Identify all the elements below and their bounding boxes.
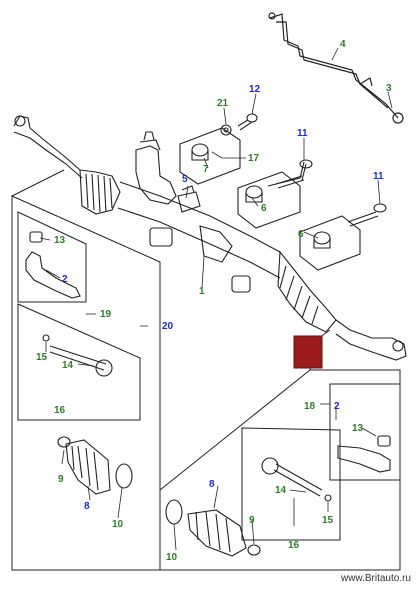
stabilizer-link-part	[268, 12, 404, 124]
callout-15-left: 15	[36, 352, 48, 363]
callout-1: 1	[199, 286, 205, 297]
callout-6-lower: 6	[298, 229, 304, 240]
callout-17: 17	[248, 153, 260, 164]
callout-8-left: 8	[84, 501, 90, 512]
callout-2-right: 2	[334, 401, 340, 412]
callout-7: 7	[203, 164, 209, 175]
inner-tie-rod-part-right	[261, 457, 332, 502]
callout-8-right: 8	[209, 479, 215, 490]
callout-3: 3	[386, 83, 392, 94]
bolt-part-11b	[347, 203, 387, 227]
callout-10-right: 10	[166, 552, 178, 563]
tie-rod-end-part-right	[337, 435, 391, 473]
callout-21: 21	[217, 98, 229, 109]
washer-part-21	[220, 124, 232, 136]
tie-rod-end-part-left	[25, 231, 81, 299]
callout-15-right: 15	[322, 515, 334, 526]
bushing-part-7	[179, 127, 241, 185]
callout-10-left: 10	[112, 519, 124, 530]
inner-tie-rod-part-left	[42, 334, 113, 377]
callout-9-right: 9	[249, 515, 255, 526]
callout-2-left: 2	[62, 274, 68, 285]
callout-6-upper: 6	[261, 203, 267, 214]
callout-13-right: 13	[352, 423, 364, 434]
highlight-marker	[293, 335, 323, 369]
boot-part-left	[57, 436, 133, 495]
watermark-text: www.Britauto.ru	[340, 573, 411, 584]
callout-11-top: 11	[297, 128, 308, 139]
bolt-part-12	[237, 113, 258, 131]
callout-19: 19	[100, 309, 112, 320]
callout-9-left: 9	[58, 474, 64, 485]
boot-part-right	[165, 499, 261, 557]
bolt-part-11a	[267, 159, 313, 189]
callout-12: 12	[249, 84, 261, 95]
callout-16-left: 16	[54, 405, 66, 416]
callout-18: 18	[304, 401, 316, 412]
callout-14-right: 14	[275, 485, 287, 496]
callout-16-right: 16	[288, 540, 300, 551]
callout-13-left: 13	[54, 235, 66, 246]
callout-4: 4	[340, 39, 346, 50]
mounting-bracket-part	[177, 185, 201, 213]
panel-right-kit	[159, 329, 401, 571]
callout-14-left: 14	[62, 360, 74, 371]
callout-5: 5	[182, 174, 188, 185]
callout-11-right: 11	[373, 171, 384, 182]
callout-20: 20	[162, 321, 174, 332]
bushing-part-6b	[299, 215, 361, 271]
leader-lines	[39, 47, 393, 551]
bushing-part-6a	[237, 171, 301, 229]
steering-rack-part	[13, 115, 407, 361]
